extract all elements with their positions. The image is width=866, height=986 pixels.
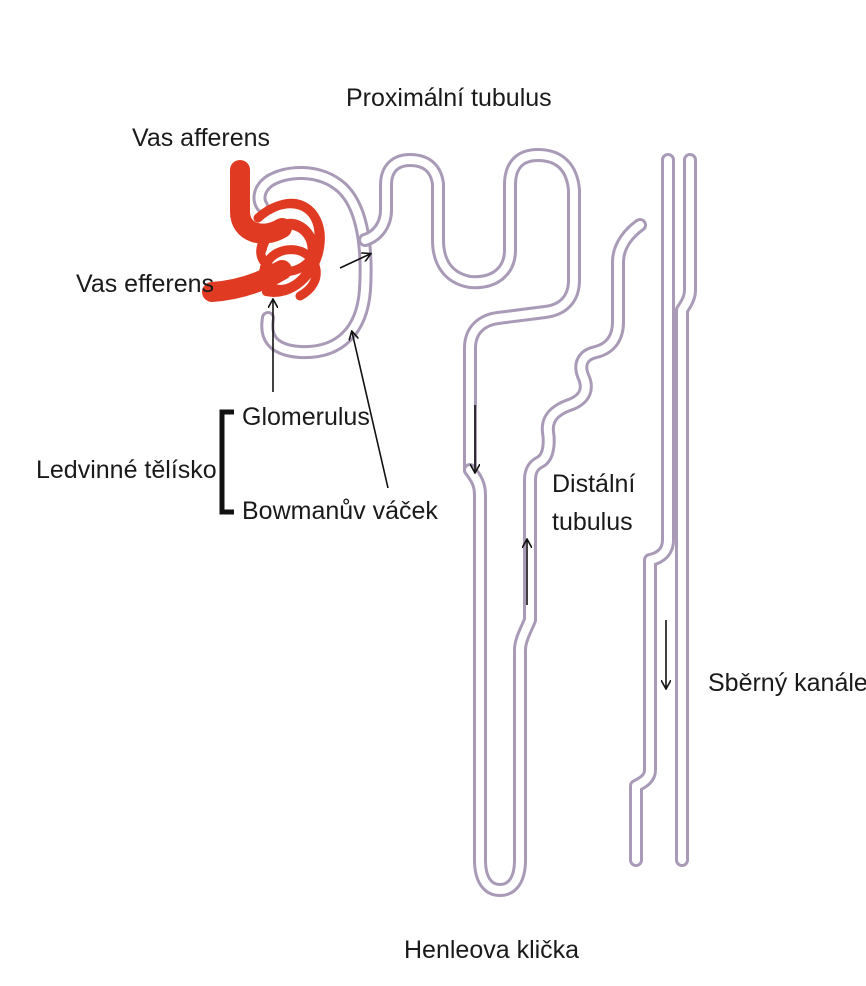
renal-corpuscle-label: Ledvinné tělísko [36,456,217,484]
vas-afferens-label: Vas afferens [132,124,270,152]
vas-efferens-label: Vas efferens [76,270,214,298]
collecting-duct-shape [636,160,690,860]
proximal-tubule-label: Proximální tubulus [346,84,552,112]
glomerulus-label: Glomerulus [242,403,370,431]
bowman-capsule-label: Bowmanův váček [242,497,438,525]
bracket-icon [222,412,234,512]
distal-tubule-label-line1: Distální [552,470,635,498]
loop-of-henle-label: Henleova klička [404,936,579,964]
collecting-duct-label: Sběrný kanálek [708,669,866,697]
distal-tubule-label-line2: tubulus [552,508,633,536]
